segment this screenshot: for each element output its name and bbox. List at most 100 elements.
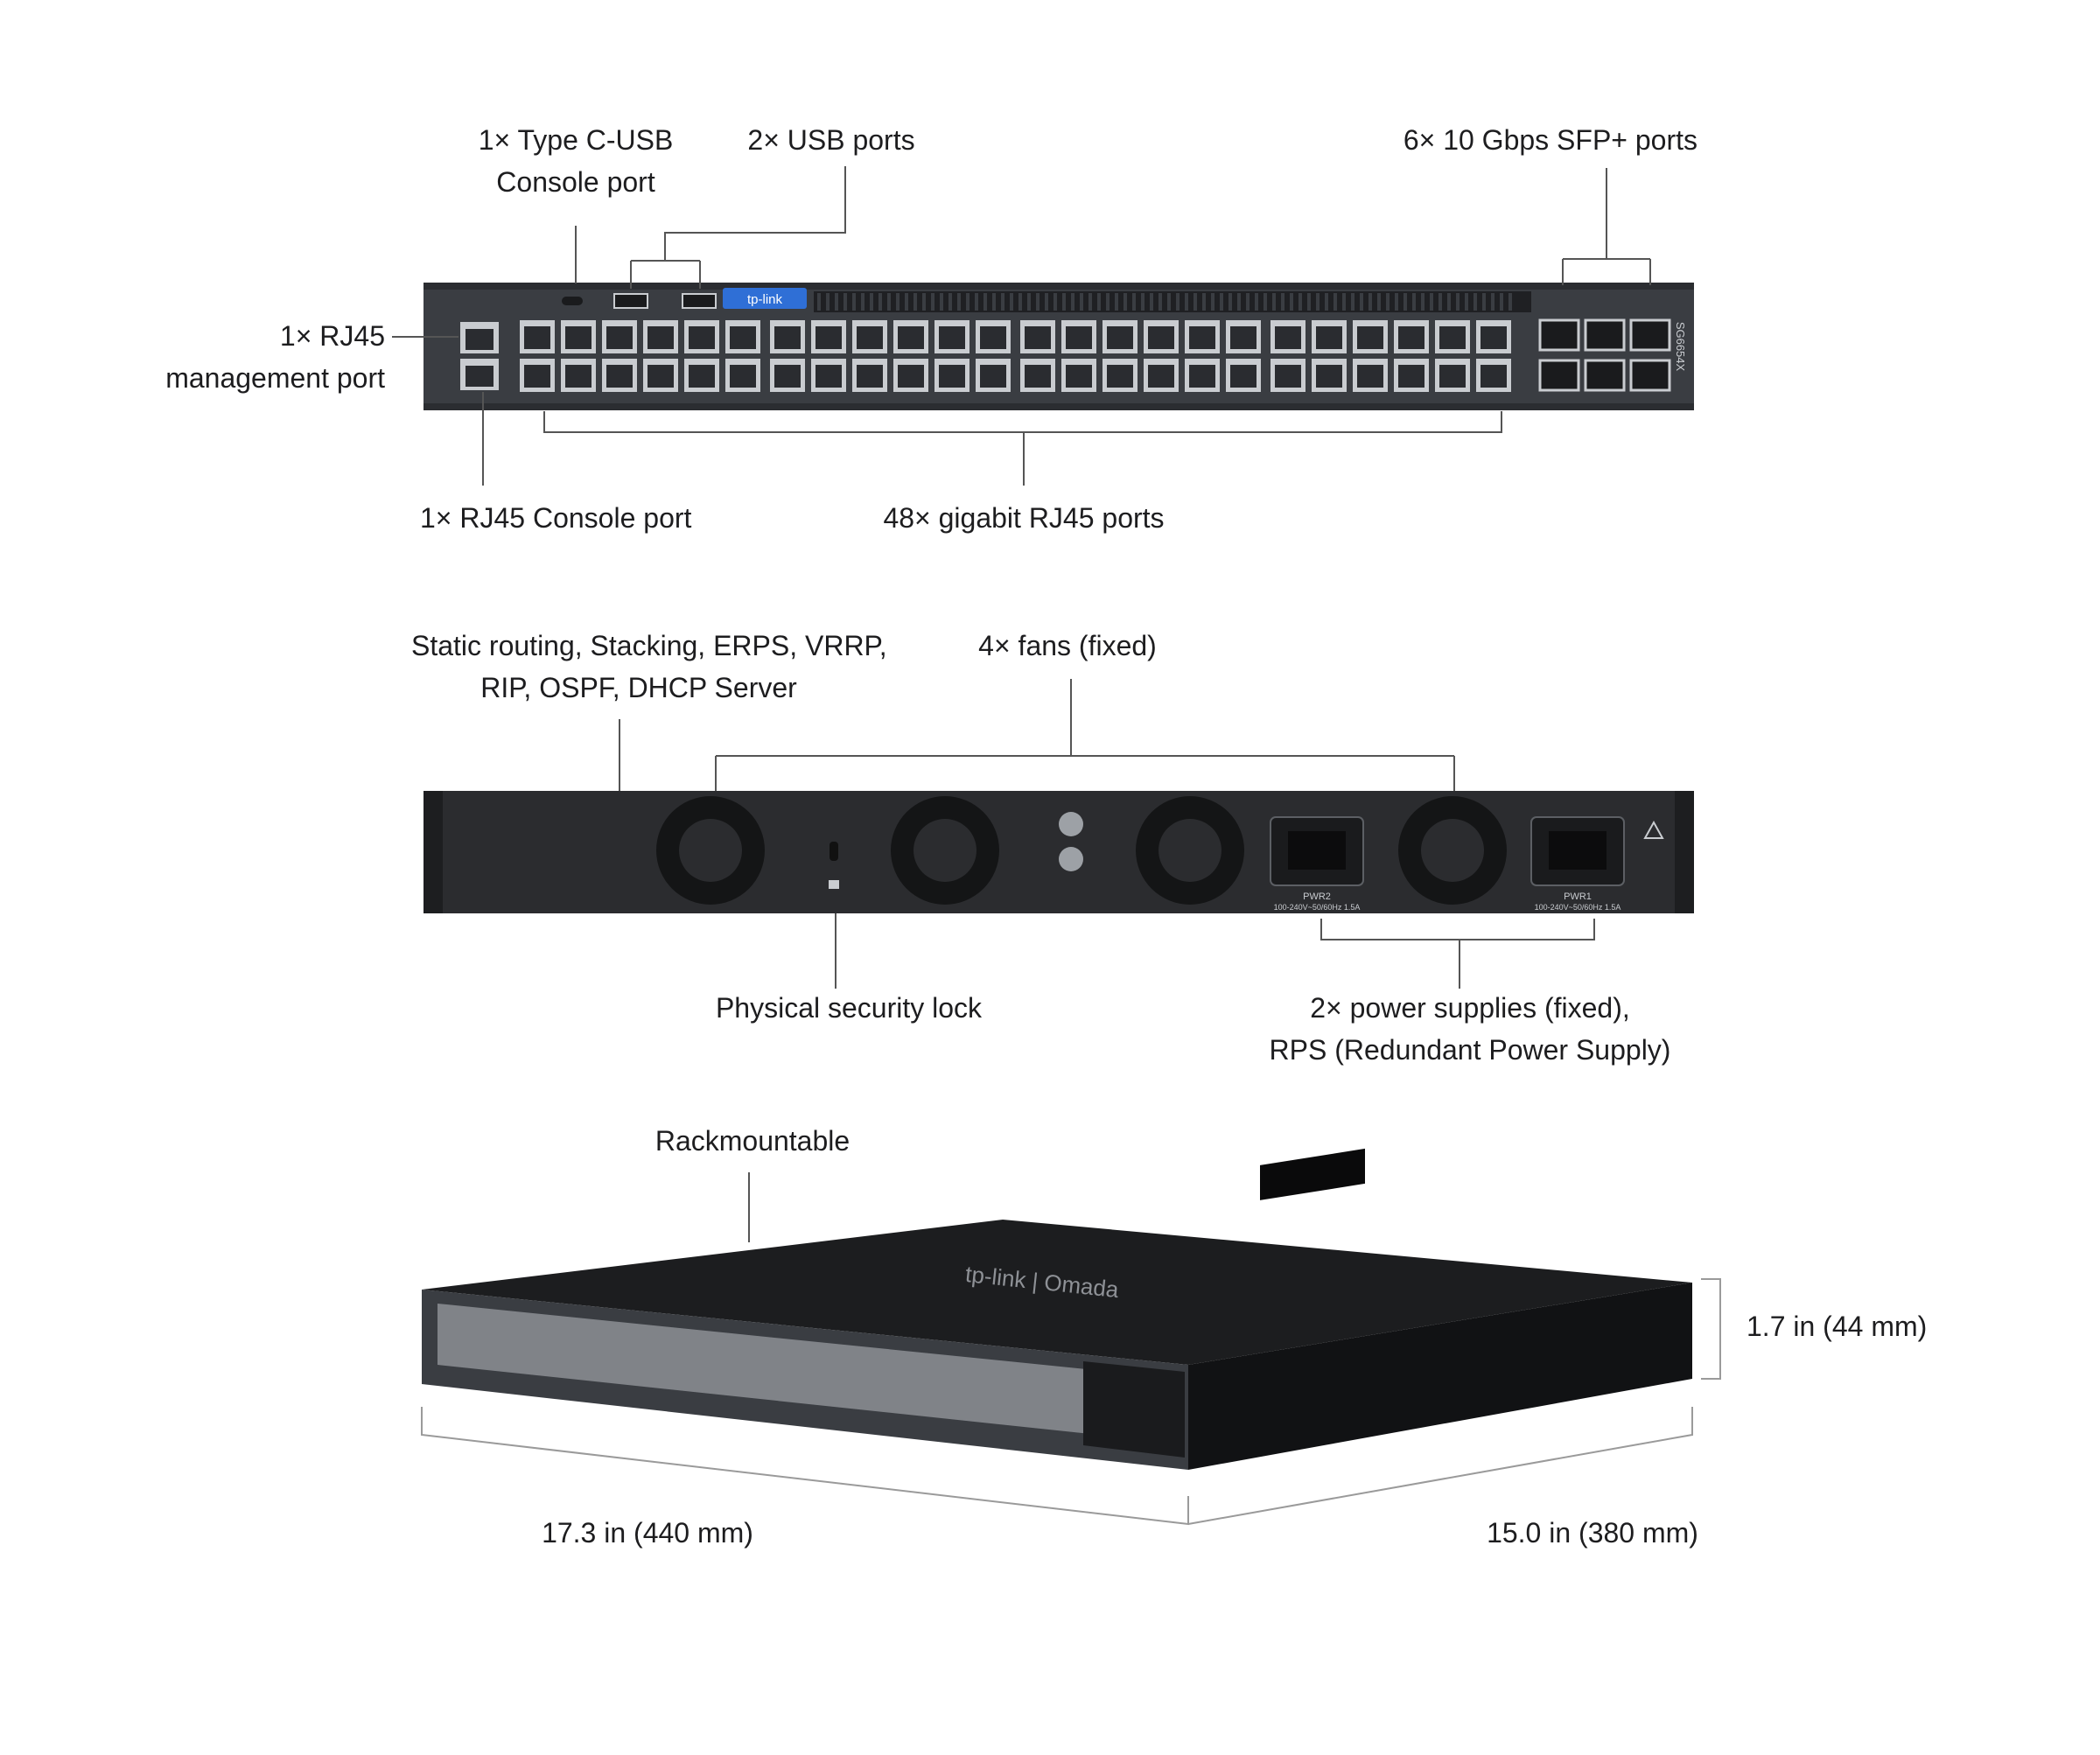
label-power-line-1: 2× power supplies (fixed), <box>1310 992 1630 1024</box>
label-mgmt-line-1: 1× RJ45 <box>279 320 385 352</box>
rj45-port-opening <box>730 326 756 349</box>
rj45-port-opening <box>1398 326 1424 349</box>
vent-slot <box>1281 293 1284 311</box>
vent-slot <box>1421 293 1424 311</box>
psu-1-name: PWR1 <box>1564 891 1592 902</box>
rj45-port-opening <box>816 365 842 388</box>
label-power-line-2: RPS (Redundant Power Supply) <box>1269 1034 1671 1066</box>
sfp-port <box>1538 359 1580 392</box>
vent-slot <box>1508 293 1512 311</box>
vent-slot <box>1237 293 1241 311</box>
vent-slot <box>905 293 908 311</box>
rj45-port-opening <box>1148 365 1174 388</box>
label-rackmountable: Rackmountable <box>654 1125 850 1157</box>
vent-slot <box>1167 293 1171 311</box>
vent-slot <box>922 293 926 311</box>
iso-right-face <box>1188 1283 1692 1470</box>
label-features: Static routing, Stacking, ERPS, VRRP, RI… <box>411 625 887 709</box>
vent-slot <box>1228 293 1232 311</box>
rj45-port-opening <box>1439 326 1466 349</box>
vent-slot <box>1124 293 1127 311</box>
vent-slot <box>1325 293 1328 311</box>
sfp-port <box>1584 318 1626 352</box>
vent-slot <box>1360 293 1363 311</box>
sfp-port <box>1629 318 1671 352</box>
label-height-dimension: 1.7 in (44 mm) <box>1746 1311 1928 1342</box>
vent-slot <box>1088 293 1092 311</box>
rj45-port-opening <box>565 326 592 349</box>
vent-slot <box>1430 293 1433 311</box>
rj45-port-opening <box>1066 326 1092 349</box>
rj45-port-opening <box>524 326 550 349</box>
rj45-port-opening <box>1275 365 1301 388</box>
vent-slot <box>1465 293 1468 311</box>
psu-2-name: PWR2 <box>1303 891 1331 902</box>
vent-slot <box>1246 293 1250 311</box>
vent-slot <box>1194 293 1197 311</box>
rj45-port-opening <box>606 365 633 388</box>
vent-slot <box>1141 293 1144 311</box>
vent-slot <box>1220 293 1223 311</box>
vent-slot <box>1334 293 1337 311</box>
vent-slot <box>1106 293 1110 311</box>
label-mgmt-port: 1× RJ45 management port <box>131 315 385 399</box>
label-type-c-line-2: Console port <box>496 166 655 198</box>
vent-slot <box>931 293 934 311</box>
vent-slot <box>817 293 821 311</box>
sfp-port <box>1584 359 1626 392</box>
vent-slot <box>948 293 952 311</box>
rj45-port-opening <box>774 326 801 349</box>
vent-slot <box>1185 293 1188 311</box>
rj45-port-opening <box>648 365 674 388</box>
rj45-port-opening <box>1107 365 1133 388</box>
sfp-port <box>1629 359 1671 392</box>
vent-slot <box>1351 293 1354 311</box>
rj45-port-opening <box>980 365 1006 388</box>
fan-4-icon <box>1398 796 1507 905</box>
rj45-port-opening <box>648 326 674 349</box>
rj45-port-opening <box>857 326 883 349</box>
vent-slot <box>1115 293 1118 311</box>
rj45-port-opening <box>689 365 715 388</box>
label-type-c-line-1: 1× Type C-USB <box>478 124 674 156</box>
fan-2-icon <box>891 796 999 905</box>
rj45-port-opening <box>1107 326 1133 349</box>
sfp-port <box>1538 318 1580 352</box>
vent-slot <box>1071 293 1074 311</box>
rj45-port-opening <box>1480 365 1507 388</box>
label-rj45-ports: 48× gigabit RJ45 ports <box>883 502 1165 534</box>
rj45-port-opening <box>857 365 883 388</box>
vent-slot <box>1307 293 1311 311</box>
rj45-port-opening <box>1230 365 1256 388</box>
rj45-port-opening <box>730 365 756 388</box>
rj45-port-opening <box>1316 326 1342 349</box>
label-features-line-1: Static routing, Stacking, ERPS, VRRP, <box>411 630 887 661</box>
rj45-port-opening <box>1275 326 1301 349</box>
vent-slot <box>1080 293 1083 311</box>
vent-slot <box>966 293 970 311</box>
vent-slot <box>1255 293 1258 311</box>
label-power: 2× power supplies (fixed), RPS (Redundan… <box>1242 987 1698 1071</box>
vent-slot <box>1272 293 1276 311</box>
label-usb-ports: 2× USB ports <box>747 124 915 156</box>
vent-slot <box>835 293 838 311</box>
security-lock-slot-icon <box>830 842 838 861</box>
vent-slot <box>1500 293 1503 311</box>
label-mgmt-line-2: management port <box>165 362 385 394</box>
usb-port-1 <box>613 293 648 309</box>
warning-icon <box>1643 820 1664 839</box>
iso-side-vents <box>1260 1148 1365 1200</box>
dim-width <box>421 1407 1189 1526</box>
vent-slot <box>1202 293 1206 311</box>
vent-slot <box>1412 293 1416 311</box>
dim-height <box>1701 1278 1721 1380</box>
vent-slot <box>1395 293 1398 311</box>
leader-sfp <box>1562 168 1651 285</box>
vent-slot <box>844 293 847 311</box>
leader-fans <box>715 679 1455 791</box>
vent-slot <box>1018 293 1022 311</box>
vent-slot <box>940 293 943 311</box>
rj45-port-opening <box>1439 365 1466 388</box>
